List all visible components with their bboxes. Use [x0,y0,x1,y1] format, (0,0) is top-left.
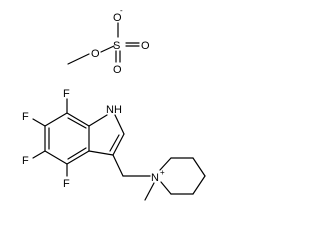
bond-c6p-nplus [160,181,172,195]
atom-f-top: F [63,88,70,100]
charge-o-top: - [120,6,123,15]
atom-nh: NH [106,104,122,116]
atom-f-upper-left: F [22,111,29,123]
bond-n1-c2 [114,114,125,135]
chemical-structure-canvas: O - O S O O [22,6,206,201]
bond-c2-c3 [112,133,125,156]
bond-o-s [100,45,115,53]
bond-c4-c3a-inner [67,147,87,160]
atom-f-lower-left: F [22,155,29,167]
bond-methyl-o [67,53,90,65]
bond-c6-f [32,118,46,127]
bond-c2-c3-inner [109,134,120,152]
bond-c7-c6 [44,112,68,127]
atom-n-plus: N [151,172,159,184]
bond-c5-f [32,150,46,159]
bond-nplus-c2p [159,157,172,171]
indolylmethyl-piperidinium-cation: F F F F NH N + [22,88,206,201]
atom-o-top: O [113,12,122,24]
atom-f-bottom: F [63,178,70,190]
bond-c4-c3a [66,150,90,165]
atom-o-methoxy: O [91,48,100,60]
chemical-structure-svg: O - O S O O [22,6,206,201]
bond-c4p-c5p [192,175,206,195]
bond-c5-c4 [44,150,68,165]
bond-c7a-c7 [66,112,90,127]
bond-nplus-methyl [144,182,155,201]
bond-c3-ch2 [112,154,124,177]
bond-c3-c3a [88,150,114,156]
bond-c7a-n1 [88,114,108,127]
methyl-sulfate-anion: O - O S O O [67,6,150,76]
atom-o-bottom: O [113,64,122,76]
atom-s: S [113,40,120,52]
atom-o-right: O [141,40,150,52]
bond-c7a-c7-inner [67,117,87,129]
bond-c3p-c4p [192,157,206,177]
charge-n-plus: + [160,168,165,177]
